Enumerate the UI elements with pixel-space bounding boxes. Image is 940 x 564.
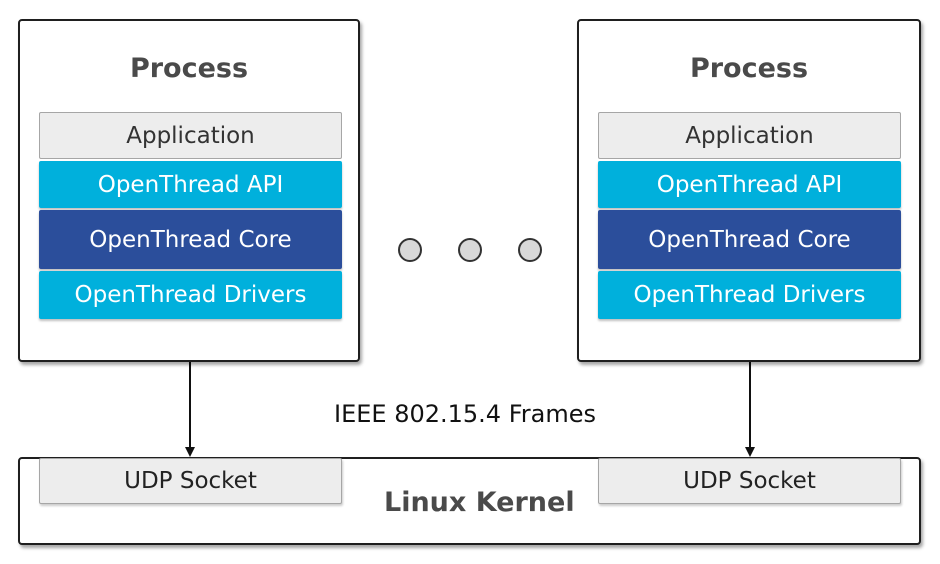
openthread-core-layer-right: OpenThread Core <box>598 210 901 269</box>
process-title-right: Process <box>689 53 809 84</box>
openthread-core-layer-left: OpenThread Core <box>39 210 342 269</box>
openthread-api-layer-left: OpenThread API <box>39 161 342 208</box>
linux-kernel-label: Linux Kernel <box>384 487 575 518</box>
process-title-left: Process <box>129 53 249 84</box>
udp-socket-right: UDP Socket <box>598 458 901 504</box>
application-layer-left: Application <box>39 112 342 159</box>
ieee-frames-label: IEEE 802.15.4 Frames <box>334 400 596 428</box>
ellipsis-dot-3 <box>518 238 542 262</box>
ellipsis-dot-2 <box>458 238 482 262</box>
application-layer-right: Application <box>598 112 901 159</box>
openthread-api-layer-right: OpenThread API <box>598 161 901 208</box>
openthread-drivers-layer-left: OpenThread Drivers <box>39 271 342 319</box>
openthread-drivers-layer-right: OpenThread Drivers <box>598 271 901 319</box>
udp-socket-left: UDP Socket <box>39 458 342 504</box>
ellipsis-dot-1 <box>398 238 422 262</box>
